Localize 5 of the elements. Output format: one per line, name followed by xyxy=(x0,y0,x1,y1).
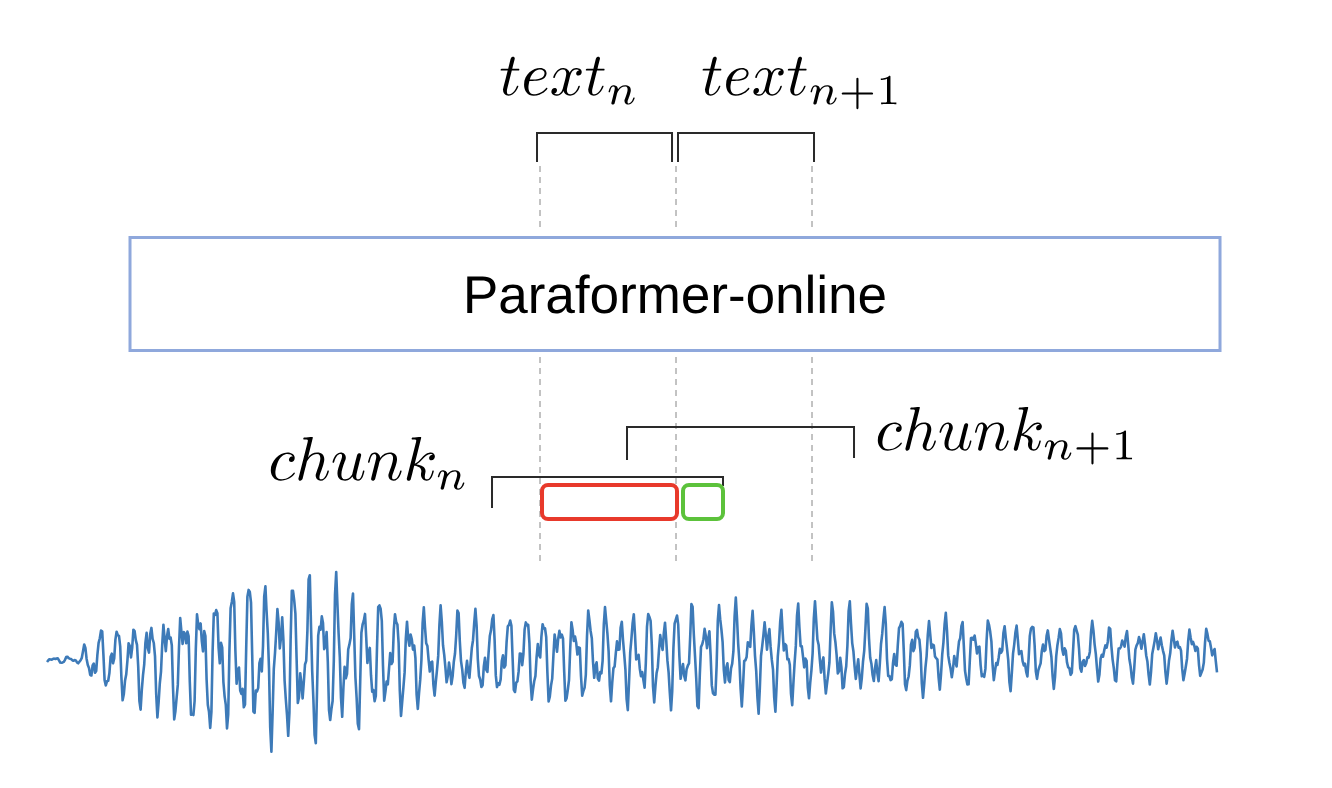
math-label: $text_{n+1}$ xyxy=(702,56,897,110)
math-label: $chunk_{n}$ xyxy=(270,437,465,490)
math-label: $text_{n}$ xyxy=(500,56,635,105)
model-box: Paraformer-online xyxy=(128,236,1222,352)
math-label: $chunk_{n+1}$ xyxy=(877,407,1133,465)
